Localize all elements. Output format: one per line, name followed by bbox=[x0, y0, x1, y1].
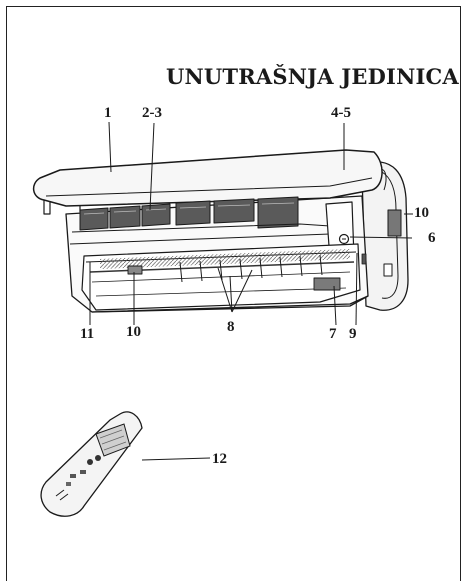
callout-7: 7 bbox=[329, 326, 337, 342]
front-panel bbox=[32, 149, 383, 207]
callout-1: 1 bbox=[104, 105, 112, 121]
indoor-unit-illustration bbox=[32, 121, 413, 517]
callout-6: 6 bbox=[428, 230, 436, 246]
callout-10-bottom: 10 bbox=[126, 324, 141, 340]
part-7-block bbox=[313, 277, 341, 291]
leader-lines bbox=[89, 121, 413, 461]
rating-label-right bbox=[387, 209, 402, 237]
air-filters bbox=[79, 196, 299, 231]
rating-label-left bbox=[127, 265, 143, 275]
diagram-title: UNUTRAŠNJA JEDINICA bbox=[166, 64, 459, 89]
callout-9: 9 bbox=[349, 326, 357, 342]
callout-4-5: 4-5 bbox=[331, 105, 351, 121]
indoor-unit bbox=[32, 149, 409, 313]
callout-10-top: 10 bbox=[414, 205, 429, 221]
vertical-louvers bbox=[179, 254, 323, 283]
callout-11: 11 bbox=[80, 326, 95, 342]
side-cap bbox=[361, 161, 409, 311]
remote-control bbox=[40, 411, 143, 517]
callout-12: 12 bbox=[212, 451, 227, 467]
callout-8: 8 bbox=[227, 319, 235, 335]
callout-2-3: 2-3 bbox=[142, 105, 162, 121]
page-frame bbox=[6, 6, 461, 581]
